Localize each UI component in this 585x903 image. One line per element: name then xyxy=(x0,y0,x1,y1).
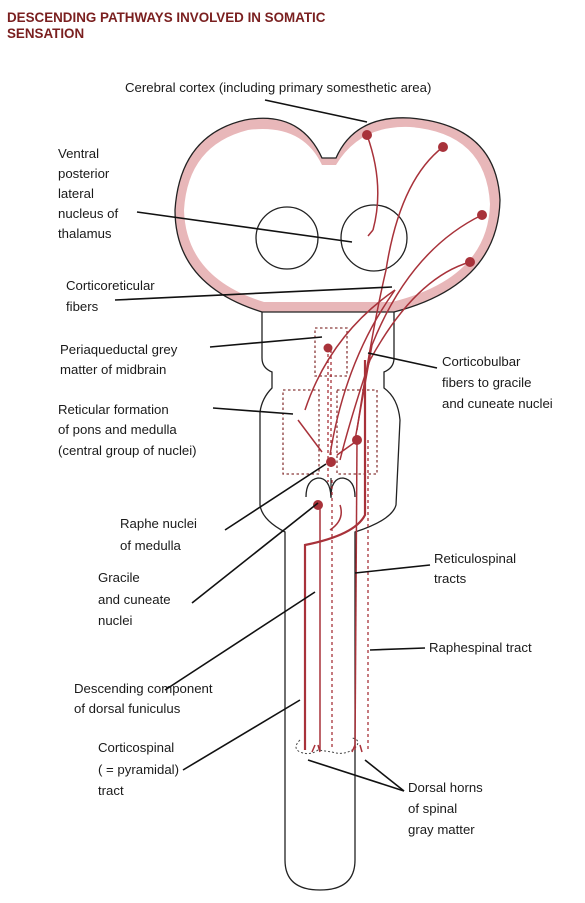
svg-text:thalamus: thalamus xyxy=(58,226,112,241)
svg-text:Descending component: Descending component xyxy=(74,681,213,696)
label-reticulospinal: Reticulospinal tracts xyxy=(434,551,516,586)
svg-text:Ventral: Ventral xyxy=(58,146,99,161)
label-corticoreticular: Corticoreticular fibers xyxy=(66,278,155,314)
svg-text:of spinal: of spinal xyxy=(408,801,457,816)
label-reticular-formation: Reticular formation of pons and medulla … xyxy=(58,402,197,458)
svg-text:Periaqueductal grey: Periaqueductal grey xyxy=(60,342,178,357)
svg-text:lateral: lateral xyxy=(58,186,94,201)
svg-text:of pons and medulla: of pons and medulla xyxy=(58,422,177,437)
label-corticospinal: Corticospinal ( = pyramidal) tract xyxy=(98,740,179,798)
svg-text:Cerebral cortex (including pri: Cerebral cortex (including primary somes… xyxy=(125,80,431,95)
svg-text:Reticular formation: Reticular formation xyxy=(58,402,169,417)
svg-text:( = pyramidal): ( = pyramidal) xyxy=(98,762,179,777)
title-line-1: DESCENDING PATHWAYS INVOLVED IN SOMATIC xyxy=(7,10,326,25)
label-descending-component: Descending component of dorsal funiculus xyxy=(74,681,213,716)
thalamus-left xyxy=(256,207,318,269)
svg-text:Raphe nuclei: Raphe nuclei xyxy=(120,516,197,531)
label-cortex: Cerebral cortex (including primary somes… xyxy=(125,80,431,95)
label-raphe-nuclei: Raphe nuclei of medulla xyxy=(120,516,197,553)
svg-text:Corticoreticular: Corticoreticular xyxy=(66,278,155,293)
svg-text:Corticobulbar: Corticobulbar xyxy=(442,354,521,369)
svg-text:matter of midbrain: matter of midbrain xyxy=(60,362,166,377)
svg-text:nuclei: nuclei xyxy=(98,613,133,628)
svg-text:Gracile: Gracile xyxy=(98,570,140,585)
label-vpl: Ventral posterior lateral nucleus of tha… xyxy=(58,146,118,241)
svg-text:gray matter: gray matter xyxy=(408,822,475,837)
brainstem-spinal-outline xyxy=(260,305,400,890)
cerebral-white-matter xyxy=(184,127,490,302)
svg-text:of dorsal funiculus: of dorsal funiculus xyxy=(74,701,181,716)
svg-text:Dorsal horns: Dorsal horns xyxy=(408,780,483,795)
svg-text:of medulla: of medulla xyxy=(120,538,182,553)
svg-text:posterior: posterior xyxy=(58,166,110,181)
svg-text:fibers: fibers xyxy=(66,299,99,314)
svg-text:nucleus of: nucleus of xyxy=(58,206,118,221)
svg-text:tracts: tracts xyxy=(434,571,467,586)
svg-text:Corticospinal: Corticospinal xyxy=(98,740,174,755)
title-line-2: SENSATION xyxy=(7,26,84,41)
label-pag: Periaqueductal grey matter of midbrain xyxy=(60,342,178,377)
svg-text:and cuneate nuclei: and cuneate nuclei xyxy=(442,396,553,411)
svg-text:and cuneate: and cuneate xyxy=(98,592,171,607)
svg-text:Reticulospinal: Reticulospinal xyxy=(434,551,516,566)
label-raphespinal: Raphespinal tract xyxy=(429,640,532,655)
svg-text:Raphespinal tract: Raphespinal tract xyxy=(429,640,532,655)
svg-text:tract: tract xyxy=(98,783,124,798)
label-corticobulbar: Corticobulbar fibers to gracile and cune… xyxy=(442,354,553,411)
svg-text:(central group of nuclei): (central group of nuclei) xyxy=(58,443,197,458)
label-gracile-cuneate: Gracile and cuneate nuclei xyxy=(98,570,171,628)
svg-text:fibers to gracile: fibers to gracile xyxy=(442,375,531,390)
label-dorsal-horns: Dorsal horns of spinal gray matter xyxy=(408,780,483,837)
thalamus-right xyxy=(341,205,407,271)
